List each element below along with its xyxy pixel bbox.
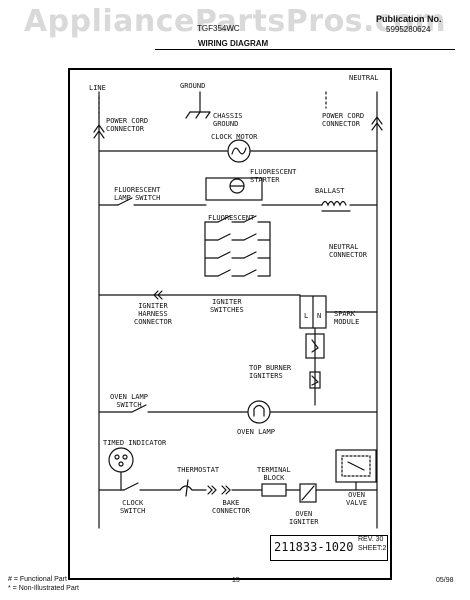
chassis-ground-symbol xyxy=(185,91,211,119)
timed-indicator-symbol xyxy=(108,447,134,491)
oven-bake-branch xyxy=(98,479,378,497)
neutral-label: NEUTRAL xyxy=(349,74,379,82)
fluorescent-label: FLUORESCENT xyxy=(208,214,255,222)
model-number: TGF354WC xyxy=(197,24,240,33)
sheet-number: SHEET:2 xyxy=(358,545,387,552)
ballast-label: BALLAST xyxy=(315,187,345,195)
spark-module-label: SPARK MODULE xyxy=(334,310,360,326)
top-burner-igniters-label: TOP BURNER IGNITERS xyxy=(249,364,292,380)
oven-igniter-label: OVEN IGNITER xyxy=(289,510,319,526)
clock-motor-label: CLOCK MOTOR xyxy=(211,133,258,141)
page-number: 15 xyxy=(232,577,240,584)
spark-terminal-l: L xyxy=(304,312,309,320)
drawing-number: 211833-1020 xyxy=(274,540,354,554)
igniter-switches-label: IGNITER SWITCHES xyxy=(210,298,244,314)
thermostat-label: THERMOSTAT xyxy=(177,466,220,474)
neutral-connector-label: NEUTRAL CONNECTOR xyxy=(329,243,367,259)
title-block xyxy=(270,535,388,561)
fluorescent-lamp-switch-branch xyxy=(98,197,378,206)
igniter-harness-connector-label: IGNITER HARNESS CONNECTOR xyxy=(134,302,172,326)
publication-label: Publication No. xyxy=(376,14,442,24)
fluorescent-starter-label: FLUORESCENT STARTER xyxy=(250,168,297,184)
oven-igniter-symbol xyxy=(299,483,317,503)
connector-dashes xyxy=(98,91,327,119)
ballast-symbol xyxy=(321,200,351,212)
power-cord-connector-right-label: POWER CORD CONNECTOR xyxy=(322,112,365,128)
fluorescent-lamp-switch-label: FLUORESCENT LAMP SWITCH xyxy=(114,186,161,202)
oven-lamp-label: OVEN LAMP xyxy=(237,428,275,436)
spark-terminal-n: N xyxy=(317,312,322,320)
timed-indicator-label: TIMED INDICATOR xyxy=(103,439,167,447)
legend-non-illustrated-part: * = Non-Illustrated Part xyxy=(8,585,80,592)
power-cord-connector-left-symbol xyxy=(93,123,105,139)
page-date: 05/98 xyxy=(436,577,454,584)
spark-module-symbol xyxy=(299,295,378,329)
title-rule xyxy=(155,49,455,50)
clock-switch-label: CLOCK SWITCH xyxy=(120,499,146,515)
revision: REV. 30 xyxy=(358,536,384,543)
igniter-harness-line xyxy=(98,290,301,300)
clock-motor-branch xyxy=(98,139,378,163)
ground-label: GROUND xyxy=(180,82,206,90)
diagram-frame xyxy=(68,68,392,580)
oven-lamp-branch xyxy=(98,400,378,424)
oven-lamp-switch-label: OVEN LAMP SWITCH xyxy=(110,393,148,409)
legend-functional-part: # = Functional Part xyxy=(8,576,67,583)
diagram-title: WIRING DIAGRAM xyxy=(198,39,269,48)
power-cord-connector-right-symbol xyxy=(371,115,383,131)
chassis-ground-label: CHASSIS GROUND xyxy=(213,112,243,128)
fluorescent-starter-symbol xyxy=(205,177,263,201)
terminal-block-label: TERMINAL BLOCK xyxy=(257,466,291,482)
power-cord-connector-left-label: POWER CORD CONNECTOR xyxy=(106,117,149,133)
top-burner-igniters-symbol xyxy=(305,327,325,406)
fluorescent-switch-bank xyxy=(204,215,271,277)
bake-connector-label: BAKE CONNECTOR xyxy=(212,499,250,515)
line-label: LINE xyxy=(89,84,106,92)
oven-valve-symbol xyxy=(315,449,378,491)
publication-number: 5995280624 xyxy=(386,25,431,34)
oven-valve-label: OVEN VALVE xyxy=(346,491,368,507)
